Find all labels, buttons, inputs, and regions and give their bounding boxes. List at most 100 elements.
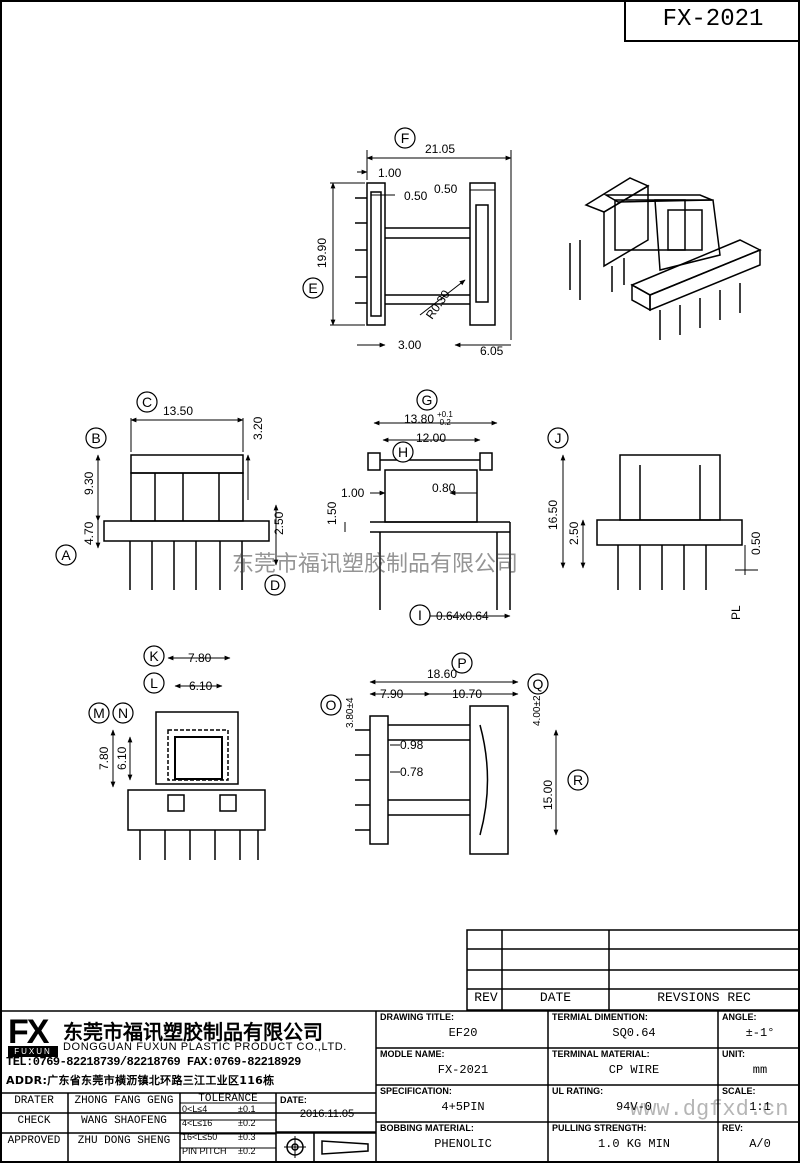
svg-text:13.50: 13.50 <box>163 404 193 418</box>
svg-text:4.70: 4.70 <box>82 521 96 545</box>
company-addr: ADDR:广东省东莞市横沥镇北环路三江工业区116栋 <box>6 1074 275 1087</box>
svg-text:9.30: 9.30 <box>82 471 96 495</box>
callout-circle-l <box>143 672 165 694</box>
company-logo-sub: FUXUN <box>8 1046 58 1057</box>
svg-text:+0.1: +0.1 <box>437 410 453 419</box>
svg-text:2.50: 2.50 <box>567 521 581 545</box>
field-value-6: 94V-0 <box>615 1100 652 1114</box>
svg-text:6.10: 6.10 <box>115 746 129 770</box>
field-label-9: UNIT: <box>722 1049 745 1059</box>
field-value-3: PHENOLIC <box>434 1137 492 1151</box>
svg-text:1.00: 1.00 <box>341 486 365 500</box>
svg-text:0.98: 0.98 <box>400 738 424 752</box>
callout-letter-q: Q <box>533 676 544 692</box>
tol-range-2: 16<L≤50 <box>182 1132 218 1142</box>
title-block <box>0 1010 800 1163</box>
callout-letter-d: D <box>270 577 280 593</box>
svg-text:0.50: 0.50 <box>749 531 763 555</box>
field-label-4: TERMIAL DIMENTION: <box>552 1012 648 1022</box>
company-tel: TEL:0769-82218739/82218769 FAX:0769-8221… <box>6 1055 301 1069</box>
callout-letter-e: E <box>308 280 317 296</box>
tol-range-3: PIN PITCH <box>182 1146 227 1156</box>
svg-text:7.90: 7.90 <box>380 687 404 701</box>
svg-text:19.90: 19.90 <box>315 238 329 268</box>
field-label-5: TERMINAL MATERIAL: <box>552 1049 650 1059</box>
field-label-2: SPECIFICATION: <box>380 1086 452 1096</box>
person-2: ZHU DONG SHENG <box>77 1135 171 1147</box>
callout-circle-m <box>88 702 110 724</box>
bottom-view <box>110 655 266 860</box>
svg-text:PL: PL <box>729 605 743 620</box>
field-label-7: PULLING STRENGTH: <box>552 1123 647 1133</box>
callout-letter-f: F <box>401 130 410 146</box>
person-0: ZHONG FANG GENG <box>74 1095 174 1107</box>
company-name-cn: 东莞市福讯塑胶制品有限公司 <box>63 1020 323 1044</box>
top-view-2 <box>355 679 559 855</box>
svg-text:-0.2: -0.2 <box>437 418 451 427</box>
tol-value-2: ±0.3 <box>238 1132 256 1142</box>
field-label-0: DRAWING TITLE: <box>380 1012 454 1022</box>
side-view <box>344 420 511 619</box>
part-code: FX-2021 <box>624 0 800 42</box>
callout-letter-c: C <box>142 394 152 410</box>
svg-text:3.80±4: 3.80±4 <box>345 697 356 728</box>
role-0: DRATER <box>14 1095 54 1107</box>
svg-text:3.00: 3.00 <box>398 338 422 352</box>
watermark-url: www.dgfxd.cn <box>630 1097 789 1122</box>
field-value-11: A/0 <box>749 1137 771 1151</box>
svg-text:16.50: 16.50 <box>546 500 560 530</box>
svg-text:0.64x0.64: 0.64x0.64 <box>436 609 489 623</box>
callout-letter-i: I <box>418 607 422 623</box>
field-label-6: UL RATING: <box>552 1086 604 1096</box>
callout-letter-a: A <box>61 547 71 563</box>
field-value-2: 4+5PIN <box>441 1100 485 1114</box>
svg-text:4.00±2: 4.00±2 <box>532 695 543 726</box>
tol-value-1: ±0.2 <box>238 1118 256 1128</box>
svg-text:3.20: 3.20 <box>251 416 265 440</box>
svg-text:21.05: 21.05 <box>425 142 455 156</box>
svg-text:0.80: 0.80 <box>432 481 456 495</box>
svg-text:6.05: 6.05 <box>480 344 504 358</box>
callout-circle-c <box>136 391 158 413</box>
role-1: CHECK <box>17 1115 51 1127</box>
person-1: WANG SHAOFENG <box>81 1115 167 1127</box>
svg-text:0.78: 0.78 <box>400 765 424 779</box>
callout-circle-b <box>85 427 107 449</box>
svg-text:0.50: 0.50 <box>434 182 458 196</box>
callout-circle-k <box>143 645 165 667</box>
field-label-3: BOBBING MATERIAL: <box>380 1123 474 1133</box>
callout-circle-a <box>55 544 77 566</box>
rev-header: REV <box>474 990 498 1005</box>
field-value-0: EF20 <box>448 1026 478 1040</box>
callout-letter-h: H <box>398 444 408 460</box>
callout-circle-r <box>567 769 589 791</box>
isometric-view <box>569 177 762 340</box>
tol-value-0: ±0.1 <box>238 1104 256 1114</box>
svg-text:7.80: 7.80 <box>188 651 212 665</box>
callout-circle-j <box>547 427 569 449</box>
tol-range-1: 4<L≤16 <box>182 1118 213 1128</box>
field-value-5: CP WIRE <box>608 1063 660 1077</box>
callout-circle-q <box>527 673 549 695</box>
callout-circle-p <box>451 652 473 674</box>
technical-drawing: 21.05 1.00 0.50 0.50 19.90 R0.30 3.00 6.… <box>55 127 763 860</box>
svg-text:2.50: 2.50 <box>272 511 286 535</box>
svg-text:13.80: 13.80 <box>404 412 434 426</box>
callout-letter-b: B <box>91 430 100 446</box>
rev-rec-header: REVSIONS REC <box>657 990 751 1005</box>
callout-letter-m: M <box>93 705 105 721</box>
role-2: APPROVED <box>7 1135 61 1147</box>
field-value-9: mm <box>752 1063 768 1077</box>
callout-letter-o: O <box>326 697 337 713</box>
svg-text:0.50: 0.50 <box>404 189 428 203</box>
field-value-7: 1.0 KG MIN <box>597 1137 670 1151</box>
svg-text:10.70: 10.70 <box>452 687 482 701</box>
callout-letter-r: R <box>573 772 583 788</box>
front-view <box>95 417 279 590</box>
callout-letter-g: G <box>422 392 433 408</box>
rear-view <box>560 454 758 590</box>
callout-circle-o <box>320 694 342 716</box>
field-value-1: FX-2021 <box>437 1063 489 1077</box>
callout-circle-f <box>394 127 416 149</box>
